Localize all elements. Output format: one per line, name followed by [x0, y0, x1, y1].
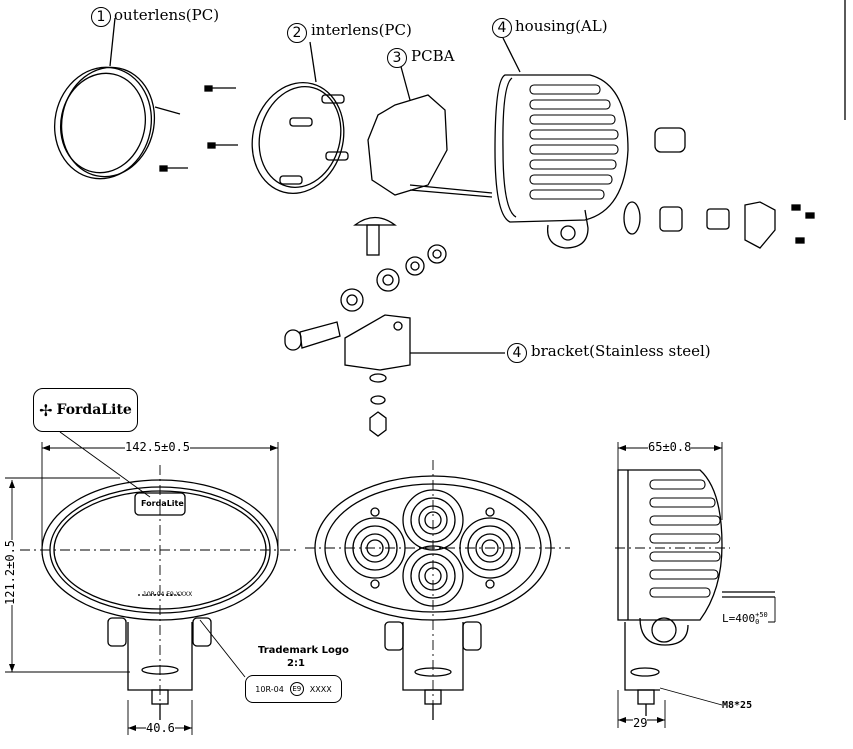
- side-view: [617, 469, 775, 720]
- brand-logo-text: FordaLite: [56, 402, 132, 418]
- outer-lens-drawing: [53, 17, 156, 180]
- trademark-mark: E9: [289, 682, 304, 696]
- side-dimension-lines: [617, 442, 776, 728]
- dim-side-base: 29: [633, 716, 648, 730]
- screws-drawing: [154, 85, 238, 172]
- part-label-outerlens: outerlens(PC): [114, 6, 220, 24]
- trademark-code: 10R-04: [255, 684, 284, 694]
- front-centerlines: [20, 465, 300, 720]
- gland-parts-drawing: [623, 127, 815, 249]
- dim-depth: 65±0.8: [648, 440, 692, 454]
- dim-width: 142.5±0.5: [125, 440, 191, 454]
- part-label-housing: housing(AL): [515, 17, 608, 35]
- dim-cable-length-value: L=400: [722, 612, 756, 625]
- housing-drawing: [494, 37, 629, 249]
- part-label-pcba: PCBA: [411, 47, 455, 65]
- trademark-scale: 2:1: [287, 658, 305, 669]
- brand-logo-callout: ✢ FordaLite: [33, 388, 138, 432]
- interlens-drawing: [251, 41, 349, 194]
- trademark-title: Trademark Logo: [258, 645, 349, 656]
- part-number-3: 3: [387, 48, 407, 68]
- part-number-1: 1: [91, 7, 111, 27]
- dim-height: 121.2±0.5: [3, 539, 17, 605]
- dim-bracket-width: 40.6: [146, 721, 175, 735]
- arrowheads: [9, 445, 278, 731]
- part-label-interlens: interlens(PC): [311, 21, 412, 39]
- part-label-bracket: bracket(Stainless steel): [531, 342, 711, 360]
- dim-cable-tol-lower: 0: [755, 618, 760, 626]
- dim-cable-tol-upper: +50: [755, 611, 768, 619]
- part-number-2: 2: [287, 23, 307, 43]
- brand-logo-icon: ✢: [39, 400, 53, 420]
- trademark-callout: 10R-04 E9 XXXX: [245, 675, 342, 703]
- front-small-label: 10R-04 E9 XXXX: [143, 591, 193, 598]
- led-centerlines: [305, 460, 570, 720]
- front-view-bracket: [107, 617, 212, 720]
- pcba-drawing: [367, 62, 493, 198]
- dim-bolt: M8*25: [722, 700, 753, 711]
- hardware-drawing: [284, 216, 505, 437]
- trademark-suffix: XXXX: [309, 684, 332, 694]
- part-number-4-bracket: 4: [507, 343, 527, 363]
- part-number-4-housing: 4: [492, 18, 512, 38]
- front-logo-label: FordaLite: [141, 499, 184, 508]
